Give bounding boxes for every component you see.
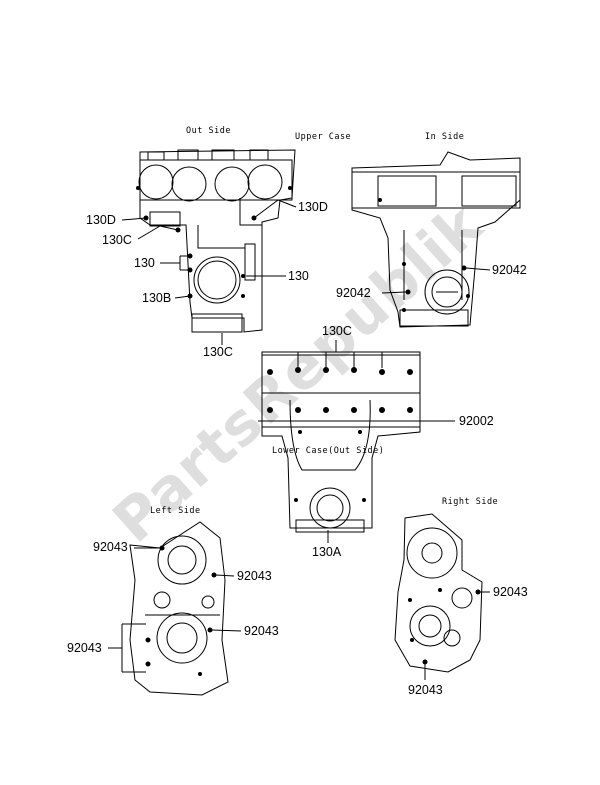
callout-130C-left: 130C — [102, 233, 132, 247]
callout-92043-left-low: 92043 — [244, 624, 279, 638]
right-side-part — [394, 513, 483, 673]
caption-upper-case: Upper Case — [295, 132, 352, 142]
callout-130D-right: 130D — [298, 200, 328, 214]
callout-92043-left-mid: 92043 — [237, 569, 272, 583]
left-side-part — [129, 521, 229, 696]
callout-130C-lower: 130C — [322, 324, 352, 338]
callout-130C-bottom: 130C — [203, 345, 233, 359]
callout-130A: 130A — [312, 545, 342, 559]
leader-lines — [108, 199, 491, 680]
caption-left-side: Left Side — [150, 506, 201, 516]
upper-case-out-side-part — [138, 149, 296, 333]
caption-right-side: Right Side — [442, 497, 499, 507]
upper-case-in-side-part — [351, 151, 521, 328]
callout-92002: 92002 — [459, 414, 494, 428]
callout-92042-left: 92042 — [336, 286, 371, 300]
caption-out-side: Out Side — [186, 126, 231, 136]
callout-92043-left-side: 92043 — [67, 641, 102, 655]
caption-lower-case-out-side: Lower Case(Out Side) — [272, 446, 385, 456]
callout-130-right: 130 — [288, 269, 309, 283]
lower-case-out-side-part — [261, 351, 421, 533]
callout-130D-left: 130D — [86, 213, 116, 227]
callout-92043-right-bottom: 92043 — [408, 683, 443, 697]
caption-in-side: In Side — [425, 132, 465, 142]
callout-92043-right-side: 92043 — [493, 585, 528, 599]
callout-130-left: 130 — [134, 256, 155, 270]
callout-130B: 130B — [142, 291, 172, 305]
callout-92042-right: 92042 — [492, 263, 527, 277]
callout-92043-left-top: 92043 — [93, 540, 128, 554]
